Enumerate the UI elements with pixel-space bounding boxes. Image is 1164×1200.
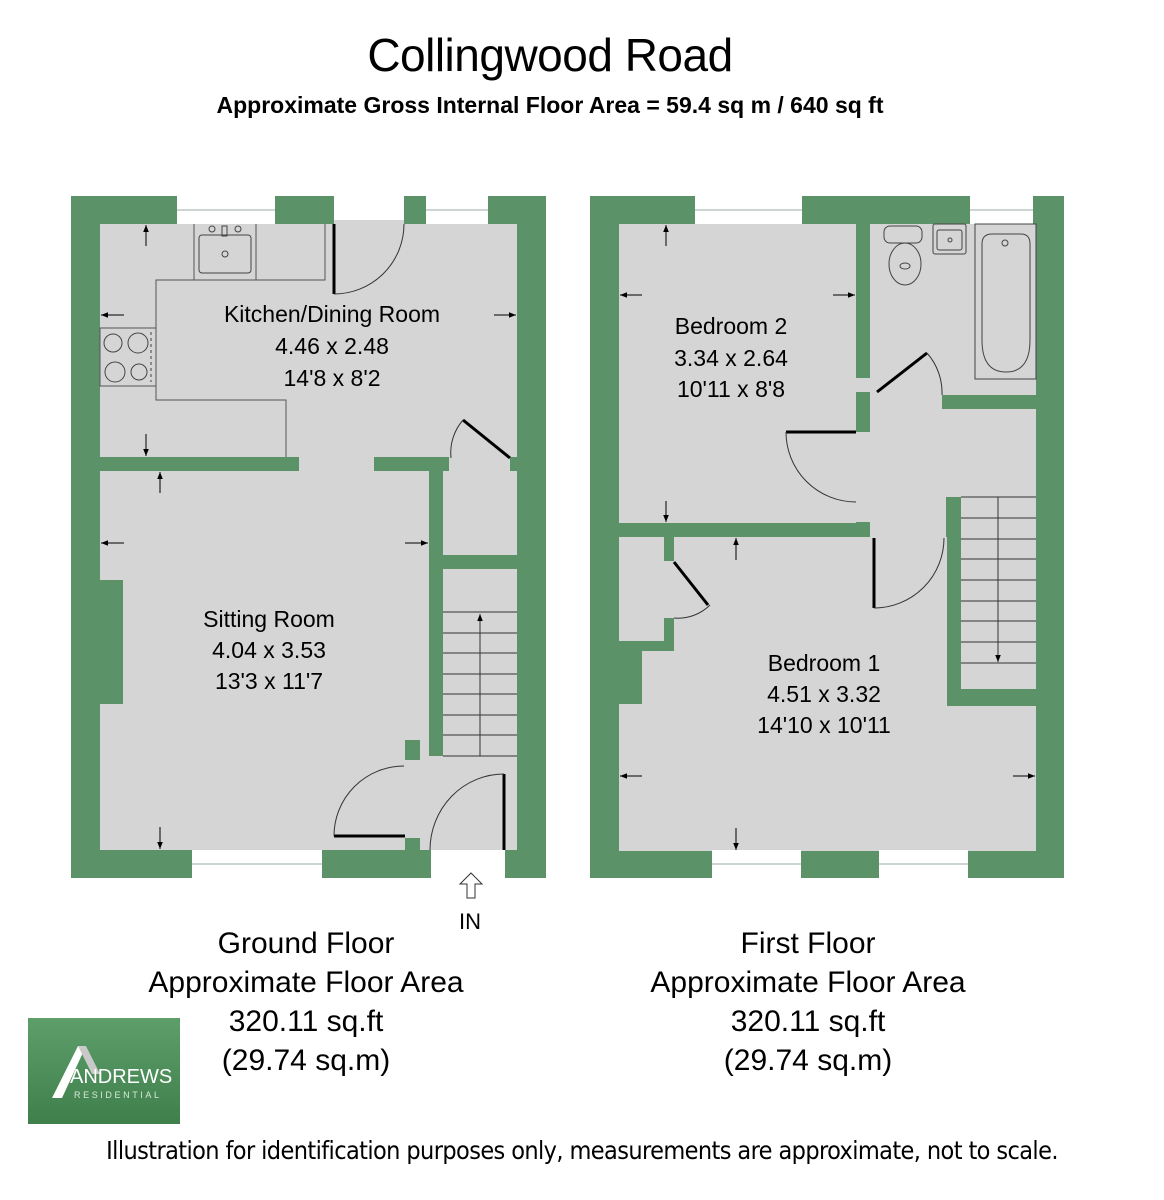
- bedroom-2-door: [785, 430, 857, 503]
- floor-area-label: Approximate Floor Area: [650, 966, 966, 999]
- room-imperial: 14'8 x 8'2: [283, 365, 380, 391]
- kitchen-floor: [100, 224, 517, 457]
- bedroom-2-floor: [619, 224, 856, 523]
- front-door: [429, 773, 506, 851]
- logo-tagline: RESIDENTIAL: [74, 1090, 162, 1100]
- agency-logo: ANDREWS RESIDENTIAL: [28, 1018, 180, 1124]
- room-name: Sitting Room: [203, 606, 335, 632]
- floor-area-sqm: (29.74 sq.m): [723, 1044, 893, 1077]
- landing-floor: [870, 409, 1036, 497]
- ground-floor-plan: IN Kitchen/Dining Room 4.46 x 2.48 14'8 …: [71, 196, 546, 934]
- floor-area-sqm: (29.74 sq.m): [221, 1044, 391, 1077]
- understairs-cupboard: [443, 471, 517, 555]
- sitting-room-floor: [100, 471, 429, 850]
- bathroom-door: [876, 351, 943, 396]
- first-staircase: [961, 496, 1036, 664]
- page-title: Collingwood Road: [367, 29, 733, 81]
- floor-area-sqft: 320.11 sq.ft: [730, 1005, 886, 1038]
- room-imperial: 14'10 x 10'11: [757, 712, 891, 738]
- bath-icon: [974, 223, 1037, 380]
- window: [695, 196, 802, 224]
- gross-area-subtitle: Approximate Gross Internal Floor Area = …: [216, 92, 884, 118]
- window: [192, 850, 322, 878]
- dimension-arrows: [101, 225, 516, 849]
- bedroom-1-door: [872, 537, 945, 609]
- room-imperial: 10'11 x 8'8: [677, 376, 785, 402]
- room-metric: 4.04 x 3.53: [212, 637, 326, 663]
- dimension-arrows: [620, 225, 1035, 850]
- kitchen-worktops: [99, 224, 326, 457]
- room-name: Bedroom 2: [675, 313, 788, 339]
- bathroom-floor: [870, 224, 1036, 395]
- cupboard-door: [450, 418, 511, 460]
- entrance-opening: [431, 850, 505, 878]
- window: [970, 196, 1033, 224]
- first-floor-caption: First Floor Approximate Floor Area 320.1…: [608, 924, 1008, 1080]
- room-metric: 4.51 x 3.32: [767, 681, 881, 707]
- window: [177, 196, 275, 224]
- bathroom-basin-icon: [932, 223, 967, 255]
- floor-area-label: Approximate Floor Area: [148, 966, 464, 999]
- room-name: Bedroom 1: [768, 650, 881, 676]
- kitchen-sink-icon: [198, 225, 252, 274]
- room-imperial: 13'3 x 11'7: [215, 668, 323, 694]
- wardrobe-door: [672, 561, 711, 619]
- room-metric: 4.46 x 2.48: [275, 333, 389, 359]
- floor-name: Ground Floor: [217, 927, 395, 960]
- roof-icon: [52, 1046, 100, 1098]
- back-door: [332, 223, 405, 295]
- ground-floor-caption: Ground Floor Approximate Floor Area 320.…: [106, 924, 506, 1080]
- first-floor-plan: Bedroom 2 3.34 x 2.64 10'11 x 8'8 Bedroo…: [590, 196, 1064, 878]
- entrance-label: IN: [459, 909, 481, 934]
- window: [712, 850, 801, 878]
- window: [426, 196, 488, 224]
- disclaimer: Illustration for identification purposes…: [106, 1136, 1058, 1165]
- room-name: Kitchen/Dining Room: [224, 301, 440, 327]
- entrance-arrow-icon: [458, 872, 484, 899]
- logo-name: ANDREWS: [70, 1066, 173, 1088]
- floor-area-sqft: 320.11 sq.ft: [228, 1005, 384, 1038]
- bedroom-1-floor: [619, 537, 947, 851]
- room-metric: 3.34 x 2.64: [674, 345, 788, 371]
- hob-icon: [103, 332, 152, 383]
- chimney-breast: [100, 580, 123, 704]
- ground-staircase: [443, 611, 517, 757]
- window: [879, 850, 968, 878]
- sitting-room-door: [333, 765, 405, 838]
- toilet-icon: [883, 225, 923, 286]
- floor-name: First Floor: [740, 927, 876, 960]
